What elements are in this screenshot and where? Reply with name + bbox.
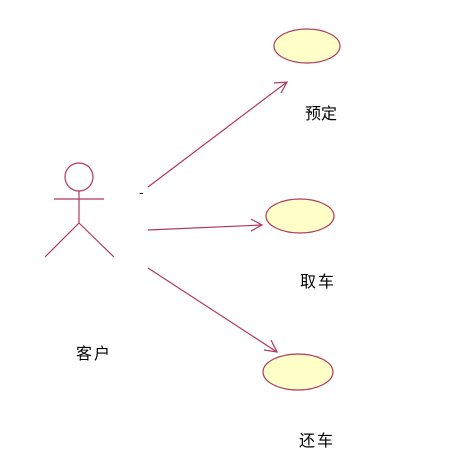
use-case-reserve-label: 预定 [305,104,338,123]
actor-figure[interactable] [44,162,115,258]
association-mark: - [139,186,144,201]
association-pickup[interactable] [147,218,264,232]
use-case-pickup[interactable] [265,198,335,234]
association-return[interactable] [147,267,279,353]
use-case-reserve[interactable] [273,28,341,64]
actor-left-leg [44,222,80,258]
use-case-return-label: 还车 [299,431,336,450]
use-case-return[interactable] [262,353,334,391]
actor-label: 客户 [76,344,113,363]
actor-head [64,162,94,192]
association-reserve[interactable] [147,81,289,188]
actor-right-leg [78,222,115,258]
use-case-pickup-label: 取车 [300,272,337,291]
